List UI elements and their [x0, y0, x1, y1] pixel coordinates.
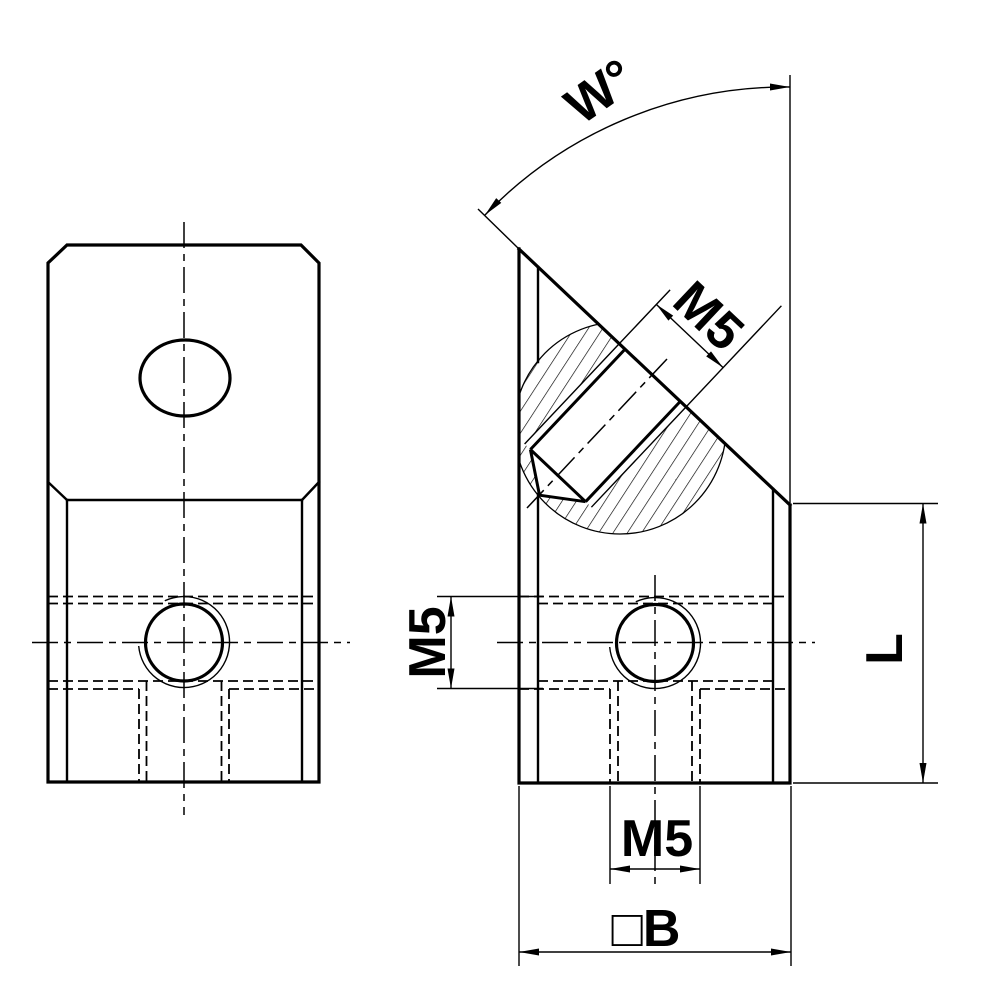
arrowhead [706, 351, 724, 368]
angle-dimension-arc [484, 86, 791, 216]
angled-hole-axis-center-line [526, 358, 668, 509]
arrowhead [610, 865, 630, 873]
side-outline-and-angled-face [516, 246, 793, 785]
side-inner-wall-edges [536, 265, 775, 785]
angled-hole-thread-major-lines [524, 343, 686, 508]
arrowhead [485, 198, 502, 215]
front-bottom-hole-hidden-lines [138, 681, 230, 782]
arrowhead [919, 503, 927, 524]
side-hole [614, 602, 696, 684]
thread-bottom-extension-lines [609, 786, 701, 884]
arrowhead [656, 304, 674, 321]
front-outline [46, 243, 321, 784]
arrowhead [771, 948, 791, 956]
thread-angled-extension-lines [618, 289, 782, 409]
angled-hole-bore-and-drill-point [528, 348, 681, 504]
arrowhead [447, 596, 455, 617]
dim-label-width: □B [612, 900, 681, 958]
dimension-width: □B [518, 786, 792, 966]
front-view [32, 222, 350, 815]
front-side-hole [143, 602, 225, 683]
bottom-hole-hidden-lines [609, 681, 701, 782]
dim-label-thread-side: M5 [399, 606, 457, 678]
arrowhead [680, 865, 700, 873]
front-step-edge [46, 480, 321, 502]
arrowhead [447, 668, 455, 689]
length-extension-lines [793, 502, 938, 784]
dim-label-length: L [856, 633, 914, 665]
width-extension-lines [518, 786, 792, 966]
angle-extension-line-face [477, 208, 520, 250]
thread-side-extension-lines [437, 595, 543, 690]
side-hole-thread-arc [609, 596, 702, 690]
arrowhead [770, 83, 790, 91]
dim-label-angle: W° [555, 48, 646, 136]
angled-hole-front-opening [138, 338, 232, 418]
side-view [497, 246, 815, 884]
dimension-length: L [793, 502, 938, 784]
front-inner-wall-edges [65, 498, 304, 784]
front-side-hole-thread-arc [138, 595, 231, 689]
arrowhead [519, 948, 539, 956]
dimension-thread-bottom: M5 [609, 786, 701, 884]
arrowhead [919, 763, 927, 783]
dimension-thread-side: M5 [399, 595, 543, 690]
dim-label-thread-bottom: M5 [621, 810, 693, 868]
